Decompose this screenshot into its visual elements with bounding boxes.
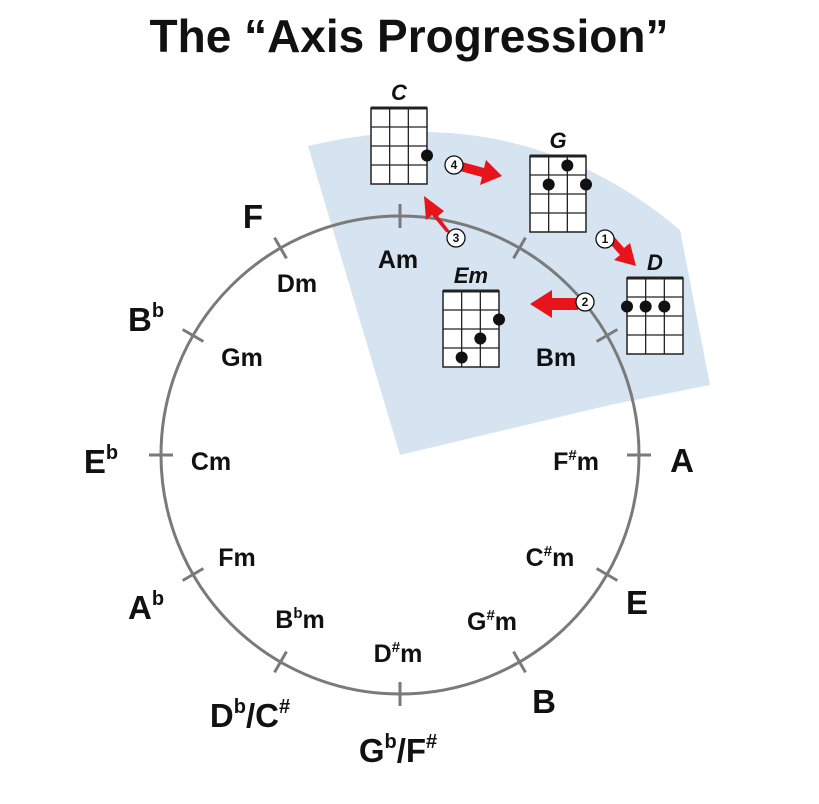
arrow-c-to-g: [460, 160, 502, 185]
major-key-b: B: [532, 683, 556, 720]
chord-diagram-d: D: [621, 250, 684, 355]
svg-text:1: 1: [602, 232, 609, 246]
step-4: 4: [444, 155, 464, 175]
major-key-db-csharp: Db/C#: [210, 696, 290, 734]
chord-diagram-c: C: [370, 80, 433, 185]
chord-label: Em: [454, 263, 488, 288]
minor-key-fm: Fm: [218, 544, 256, 572]
circle-tick: [595, 328, 619, 343]
step-3: 3: [446, 228, 466, 248]
circle-tick: [181, 328, 205, 343]
chord-diagram-em: Em: [442, 263, 505, 368]
finger-dot: [621, 300, 633, 313]
finger-dot: [561, 159, 574, 172]
minor-key-fsharp-m: F#m: [553, 447, 599, 476]
chord-diagram-g: G: [529, 128, 592, 233]
major-key-a: A: [670, 442, 694, 479]
finger-dot: [542, 178, 555, 191]
minor-key-cm: Cm: [191, 448, 231, 476]
finger-dot: [580, 178, 592, 191]
circle-tick: [595, 567, 619, 582]
chord-diagrams: C G D Em: [370, 80, 684, 368]
page-title: The “Axis Progression”: [150, 10, 669, 62]
svg-text:3: 3: [453, 231, 460, 245]
circle-tick: [273, 236, 288, 260]
finger-dot: [658, 300, 671, 313]
chord-label: D: [647, 250, 663, 275]
finger-dot: [493, 313, 505, 326]
major-key-ab: Ab: [128, 588, 164, 626]
arrow-em-to-c: [424, 196, 452, 234]
finger-dot: [421, 149, 433, 162]
minor-key-bb-m: Bbm: [275, 605, 324, 634]
highlight-wedge: [308, 132, 710, 456]
minor-key-csharp-m: C#m: [526, 543, 575, 572]
minor-key-dsharp-m: D#m: [374, 639, 423, 668]
chord-label: C: [391, 80, 408, 105]
step-1: 1: [595, 229, 615, 249]
chord-label: G: [549, 128, 566, 153]
minor-key-gm: Gm: [221, 344, 263, 372]
svg-text:4: 4: [451, 158, 458, 172]
arrow-d-to-em: [530, 290, 578, 318]
circle-tick: [512, 650, 527, 674]
major-key-f: F: [243, 198, 263, 235]
step-2: 2: [575, 292, 595, 312]
minor-key-bm: Bm: [536, 344, 576, 372]
major-key-e: E: [626, 584, 648, 621]
minor-key-dm: Dm: [277, 270, 317, 298]
finger-dot: [474, 332, 487, 345]
svg-text:2: 2: [582, 295, 589, 309]
major-keys: A E B Gb/F# Db/C# Ab Eb Bb F: [84, 198, 694, 769]
major-key-bb: Bb: [128, 300, 164, 338]
finger-dot: [639, 300, 652, 313]
circle-tick: [273, 650, 288, 674]
minor-key-am: Am: [378, 246, 418, 274]
step-markers: 1 2 3 4: [444, 155, 615, 312]
circle-ticks: [149, 204, 651, 706]
minor-keys: Am Bm F#m C#m G#m D#m Bbm Fm Cm Gm Dm: [191, 246, 599, 668]
major-key-gb-fsharp: Gb/F#: [359, 731, 437, 769]
circle-tick: [181, 567, 205, 582]
circle-tick: [512, 236, 527, 260]
minor-key-gsharp-m: G#m: [467, 607, 517, 636]
finger-dot: [455, 351, 468, 364]
major-key-eb: Eb: [84, 442, 118, 480]
